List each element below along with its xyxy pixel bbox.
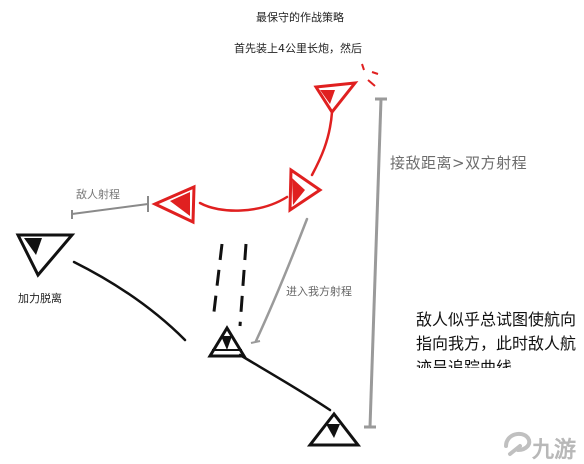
pursuit-distance-label: 接敌距离>双方射程 [390,154,528,172]
ally-dashed-trail [211,243,248,327]
ally-ship-center [207,325,247,358]
enemy-behavior-note: 敌人似乎总试图使航向指向我方，此时敌人航迹呈追踪曲线 [416,310,577,368]
enemy-range-bar [71,196,149,219]
jiuyou-logo [504,431,532,456]
enemy-track-upper [310,110,334,177]
pursuit-range-bar [364,97,387,429]
ally-track-right [238,353,332,412]
retreat-label: 加力脱离 [18,292,62,305]
enter-range-line [254,217,309,343]
enemy-range-label: 敌人射程 [76,188,120,201]
ally-track-left [72,260,187,342]
diagram-subtitle: 首先装上4公里长炮，然后 [234,42,362,55]
enemy-ship-top [313,81,359,115]
enemy-track-lower [198,195,289,212]
enemy-ship-left [151,184,196,225]
ally-ship-left [15,233,76,278]
enter-range-label: 进入我方射程 [286,285,352,298]
ally-ship-bottom [306,411,362,447]
diagram-title: 最保守的作战策略 [256,11,344,24]
enemy-ship-middle [288,167,323,213]
enemy-spotted-marks [361,63,379,87]
logo-text: 九游 [532,438,577,463]
